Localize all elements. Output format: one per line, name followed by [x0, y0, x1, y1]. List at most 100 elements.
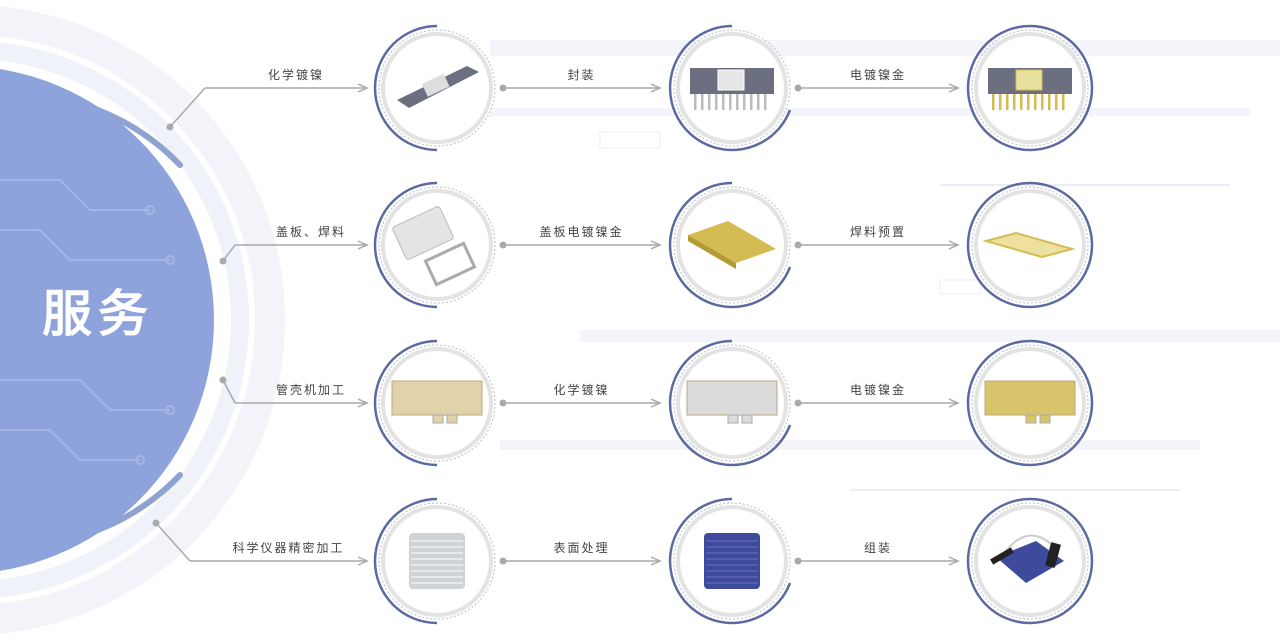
- preform-lid-icon: [982, 231, 1076, 259]
- arrow-head-icon: [357, 83, 369, 93]
- arrow-head-icon: [357, 556, 369, 566]
- circuit-traces: [0, 179, 175, 465]
- dip-package-icon: [690, 68, 774, 110]
- lid-and-preform-icon: [392, 206, 477, 287]
- process-step-3: [966, 497, 1094, 625]
- package-pin: [708, 94, 711, 110]
- assembled-device-icon: [990, 534, 1064, 583]
- process-step-2: [668, 339, 792, 467]
- package-pin: [1034, 94, 1037, 110]
- progress-arc: [966, 24, 1094, 152]
- dashed-ring: [673, 344, 791, 462]
- device-connector: [1045, 542, 1061, 568]
- package-pin: [1027, 94, 1030, 110]
- dashed-ring: [378, 29, 496, 147]
- arrow-head-icon: [357, 240, 369, 250]
- package-pin: [1062, 94, 1065, 110]
- solder-preform: [423, 241, 477, 287]
- package-pin: [743, 94, 746, 110]
- step-label: 封装: [567, 68, 596, 82]
- step-label: 化学镀镍: [553, 383, 610, 397]
- step-label: 焊料预置: [849, 225, 907, 239]
- step-label: 电镀镍金: [849, 68, 907, 82]
- progress-arc: [668, 24, 792, 152]
- source-label: 盖板、焊料: [275, 225, 347, 239]
- process-step-1: [373, 181, 496, 309]
- source-label: 化学镀镍: [267, 68, 325, 82]
- dashed-ring: [378, 186, 496, 304]
- package-pin: [1048, 94, 1051, 110]
- process-step-1: [373, 24, 496, 152]
- dashed-ring: [971, 344, 1089, 462]
- progress-arc: [373, 24, 438, 152]
- package-pin: [694, 94, 697, 110]
- progress-arc: [966, 181, 1094, 309]
- progress-arc: [668, 181, 792, 309]
- connector-line: [155, 522, 191, 562]
- package-pin: [992, 94, 995, 110]
- process-step-3: [966, 24, 1094, 152]
- connector-line: [222, 379, 236, 404]
- process-step-1: [373, 497, 496, 625]
- gold-lid-edge: [688, 235, 736, 269]
- dashed-ring: [673, 502, 791, 620]
- arrow-head-icon: [650, 398, 662, 408]
- step-label: 盖板电镀镍金: [539, 225, 624, 239]
- package-cavity: [1015, 69, 1043, 91]
- gold-housing-icon: [984, 380, 1076, 424]
- dashed-ring: [673, 29, 791, 147]
- ceramic-package-icon: [397, 66, 479, 108]
- machined-housing-icon: [391, 380, 483, 424]
- source-label: 管壳机加工: [275, 383, 347, 397]
- dashed-ring: [971, 186, 1089, 304]
- package-pin: [1041, 94, 1044, 110]
- housing-body: [391, 380, 483, 416]
- preform-lid: [982, 231, 1076, 259]
- step-label: 表面处理: [553, 541, 610, 555]
- progress-arc: [373, 181, 438, 309]
- services-disc: [0, 69, 214, 571]
- package-pin: [1006, 94, 1009, 110]
- gold-dip-package-icon: [988, 68, 1072, 110]
- process-step-3: [966, 181, 1094, 309]
- device-connector: [990, 547, 1014, 565]
- anodized-enclosure-icon: [704, 533, 760, 589]
- gold-lid: [688, 221, 776, 263]
- housing-body: [984, 380, 1076, 416]
- arrow-head-icon: [948, 240, 960, 250]
- arrow-head-icon: [650, 83, 662, 93]
- connector-line: [222, 244, 236, 262]
- connector-line: [169, 87, 206, 128]
- dashed-ring: [673, 186, 791, 304]
- package-pin: [729, 94, 732, 110]
- arrow-head-icon: [948, 398, 960, 408]
- arrow-head-icon: [650, 240, 662, 250]
- housing-tab: [446, 414, 458, 424]
- process-step-2: [668, 497, 792, 625]
- housing-tab: [1039, 414, 1051, 424]
- progress-arc: [966, 497, 1094, 625]
- gold-lid-icon: [688, 221, 776, 269]
- package-pin: [757, 94, 760, 110]
- housing-tab: [741, 414, 753, 424]
- aluminum-enclosure-icon: [409, 533, 465, 589]
- package-pin: [1013, 94, 1016, 110]
- source-label: 科学仪器精密加工: [232, 541, 345, 555]
- package-pin: [999, 94, 1002, 110]
- housing-tab: [1025, 414, 1037, 424]
- process-step-3: [966, 339, 1094, 467]
- package-cavity: [421, 73, 450, 97]
- housing-tab: [727, 414, 739, 424]
- package-pin: [715, 94, 718, 110]
- package-pin: [736, 94, 739, 110]
- process-step-2: [668, 24, 792, 152]
- housing-tab: [432, 414, 444, 424]
- package-pin: [701, 94, 704, 110]
- package-pin: [750, 94, 753, 110]
- dashed-ring: [971, 502, 1089, 620]
- arrow-head-icon: [948, 83, 960, 93]
- progress-arc: [668, 497, 792, 625]
- progress-arc: [373, 497, 438, 625]
- step-label: 电镀镍金: [849, 383, 907, 397]
